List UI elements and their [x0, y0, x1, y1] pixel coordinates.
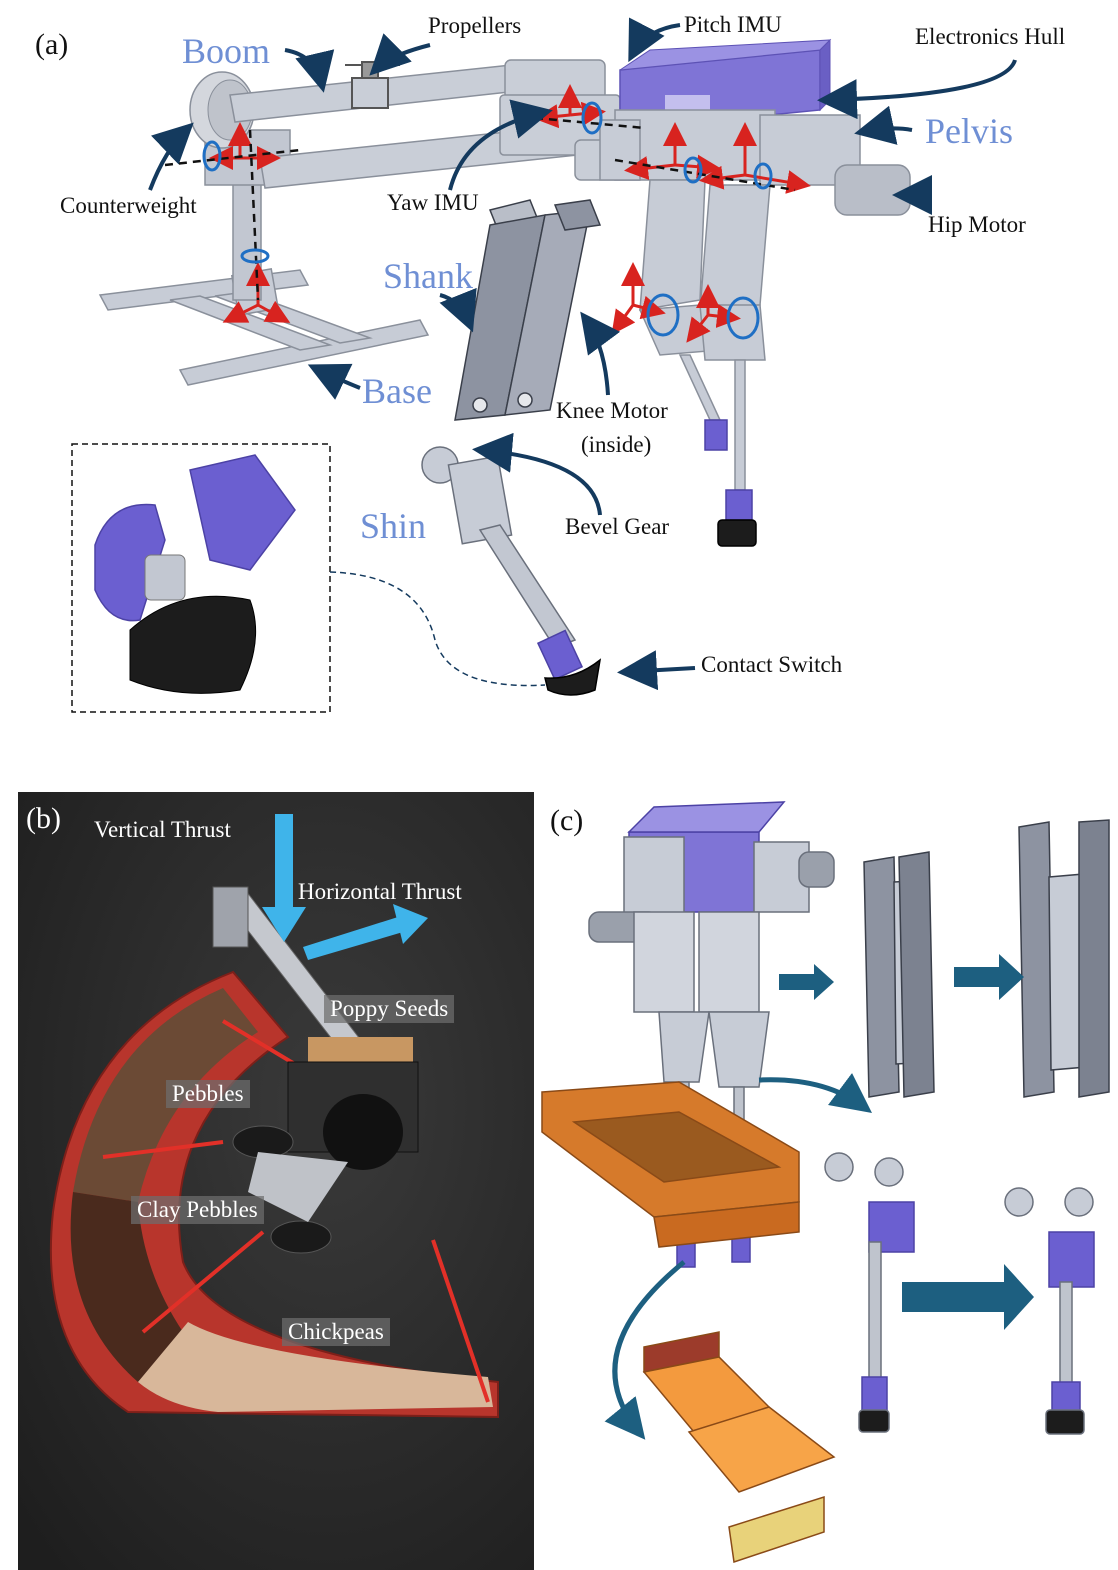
attached-legs: [638, 179, 771, 547]
terrain-label-pebbles: Pebbles: [166, 1080, 250, 1108]
panel-c: (c): [534, 792, 1118, 1570]
shank-label: Shank: [383, 256, 473, 296]
callout-arrows: [148, 17, 1017, 691]
base-label: Base: [362, 371, 432, 411]
rotation-arrows: [202, 101, 773, 340]
panel-a-illustration: [71, 17, 1017, 713]
boom-label: Boom: [182, 31, 271, 71]
electronics-hull-label: Electronics Hull: [915, 24, 1066, 49]
shin-exploded-c: [824, 1152, 1095, 1435]
base-frame: [98, 267, 430, 386]
vertical-thrust-label: Vertical Thrust: [94, 817, 231, 842]
panel-a: (a) Boom Pelvis Shank Base Shin Propelle…: [0, 0, 1118, 740]
thrust-arrows: [262, 814, 428, 960]
foot-exploded: [94, 454, 296, 694]
panel-b-photo: [18, 792, 534, 1570]
axis-dashed-lines: [164, 116, 796, 301]
contact-switch-label: Contact Switch: [701, 652, 843, 677]
inset-connector: [329, 571, 546, 687]
assembly-arrows: [779, 954, 1034, 1330]
shin-label: Shin: [360, 506, 427, 546]
yaw-imu-label: Yaw IMU: [387, 190, 479, 215]
hip-motor-label: Hip Motor: [928, 212, 1026, 237]
knee-motor-label: Knee Motor: [556, 398, 668, 423]
robot-rig: [212, 886, 419, 1254]
panel-b: (b) Vertical Thrust Horizontal Thrust Po…: [18, 792, 534, 1570]
terrain-tray: [49, 970, 499, 1419]
assembled-robot: [588, 801, 835, 1268]
panel-c-label: (c): [550, 804, 584, 837]
panel-b-label: (b): [26, 802, 61, 835]
orange-tray: [541, 1081, 800, 1248]
shank-exploded-c: [863, 819, 1110, 1098]
propellers-label: Propellers: [428, 13, 522, 38]
shin-exploded: [421, 446, 602, 696]
pitch-imu-label: Pitch IMU: [684, 12, 782, 37]
panel-c-illustration: [541, 801, 1110, 1563]
tray-exploded-c: [642, 1331, 836, 1563]
terrain-label-poppy-seeds: Poppy Seeds: [324, 995, 455, 1023]
bevel-gear-label: Bevel Gear: [565, 514, 670, 539]
shank-exploded: [454, 199, 602, 421]
foot-inset-box: [71, 443, 331, 713]
pelvis-label: Pelvis: [925, 111, 1014, 151]
terrain-label-clay-pebbles: Clay Pebbles: [131, 1196, 264, 1224]
counterweight-label: Counterweight: [60, 193, 197, 218]
knee-motor-sublabel: (inside): [581, 432, 652, 457]
horizontal-thrust-label: Horizontal Thrust: [298, 879, 462, 904]
curved-assembly-arrows: [604, 1073, 873, 1440]
terrain-label-chickpeas: Chickpeas: [282, 1318, 390, 1346]
panel-a-label: (a): [35, 28, 69, 61]
